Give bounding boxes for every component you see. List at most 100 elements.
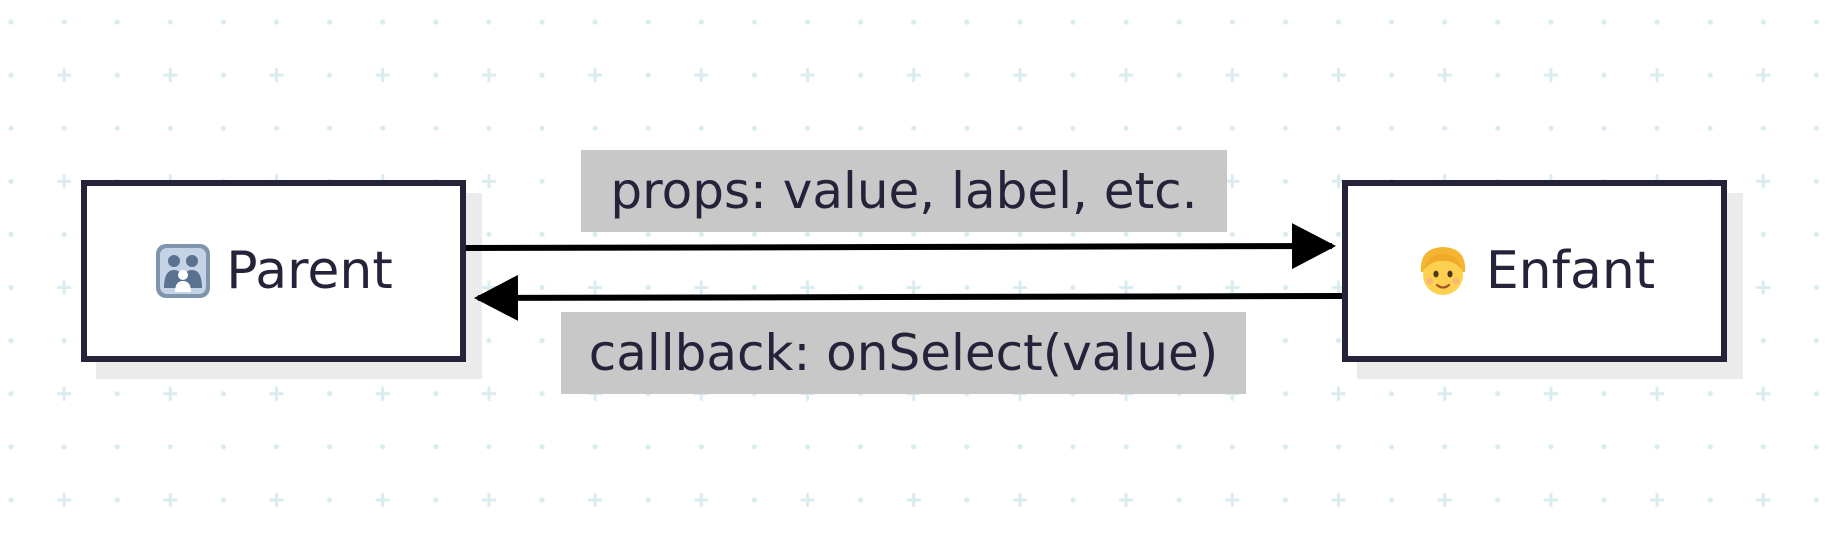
grid-dot bbox=[273, 19, 280, 25]
grid-dot bbox=[1176, 19, 1182, 25]
grid-dot bbox=[804, 125, 811, 131]
grid-plus-mark bbox=[588, 280, 603, 295]
grid-dot bbox=[1813, 497, 1819, 503]
grid-dot bbox=[1070, 19, 1076, 25]
grid-dot bbox=[1548, 19, 1554, 25]
grid-plus-mark bbox=[481, 174, 496, 189]
grid-plus-mark bbox=[1437, 492, 1452, 507]
grid-dot bbox=[1813, 338, 1819, 344]
grid-dot bbox=[433, 444, 439, 450]
grid-dot bbox=[433, 19, 439, 25]
grid-dot bbox=[273, 125, 280, 131]
grid-dot bbox=[1335, 231, 1342, 237]
grid-dot bbox=[1282, 72, 1288, 78]
grid-plus-mark bbox=[1012, 492, 1027, 507]
grid-dot bbox=[858, 444, 864, 450]
grid-plus-mark bbox=[1543, 68, 1558, 83]
grid-dot bbox=[114, 497, 120, 503]
grid-dot bbox=[1442, 125, 1448, 131]
grid-dot bbox=[486, 125, 492, 131]
grid-dot bbox=[1017, 231, 1023, 237]
grid-dot bbox=[486, 19, 492, 25]
grid-plus-mark bbox=[1225, 174, 1240, 189]
grid-dot bbox=[858, 125, 864, 131]
grid-plus-mark bbox=[163, 492, 178, 507]
grid-dot bbox=[751, 72, 758, 78]
grid-dot bbox=[61, 338, 67, 344]
grid-dot bbox=[114, 19, 120, 25]
callback-edge bbox=[474, 274, 1343, 321]
grid-dot bbox=[8, 284, 14, 291]
grid-dot bbox=[1707, 125, 1713, 131]
grid-dot bbox=[645, 72, 651, 78]
grid-plus-mark bbox=[800, 492, 815, 507]
grid-dot bbox=[1442, 19, 1448, 25]
grid-dot bbox=[539, 338, 545, 344]
grid-dot bbox=[1601, 125, 1607, 131]
grid-dot bbox=[380, 444, 386, 450]
child-emoji-icon bbox=[1414, 242, 1472, 300]
grid-dot bbox=[8, 178, 14, 184]
grid-dot bbox=[645, 444, 651, 450]
grid-dot bbox=[1654, 444, 1660, 450]
grid-dot bbox=[8, 497, 14, 503]
grid-dot bbox=[539, 391, 545, 397]
grid-dot bbox=[114, 391, 120, 397]
grid-dot bbox=[1123, 125, 1129, 131]
grid-dot bbox=[1548, 444, 1554, 450]
grid-dot bbox=[964, 19, 970, 25]
grid-dot bbox=[1813, 125, 1819, 131]
grid-plus-mark bbox=[1225, 280, 1240, 295]
grid-dot bbox=[1282, 19, 1288, 25]
grid-dot bbox=[1707, 444, 1713, 450]
grid-dot bbox=[645, 19, 651, 25]
grid-dot bbox=[327, 72, 333, 78]
grid-dot bbox=[327, 125, 333, 131]
grid-dot bbox=[1389, 497, 1395, 503]
grid-dot bbox=[1282, 231, 1288, 237]
grid-dot bbox=[1229, 231, 1235, 237]
grid-dot bbox=[1017, 19, 1023, 25]
grid-dot bbox=[1707, 19, 1713, 25]
grid-dot bbox=[964, 125, 970, 131]
grid-dot bbox=[327, 444, 333, 450]
grid-dot bbox=[804, 231, 811, 237]
grid-plus-mark bbox=[1119, 492, 1134, 507]
grid-dot bbox=[433, 497, 439, 503]
grid-dot bbox=[858, 19, 864, 25]
grid-dot bbox=[539, 497, 545, 503]
grid-plus-mark bbox=[1437, 68, 1452, 83]
family-emoji-icon bbox=[154, 242, 212, 300]
grid-dot bbox=[1760, 125, 1766, 131]
grid-dot bbox=[273, 444, 280, 450]
grid-dot bbox=[1760, 19, 1766, 25]
enfant-node[interactable]: Enfant bbox=[1342, 180, 1727, 362]
grid-dot bbox=[167, 19, 173, 25]
grid-dot bbox=[8, 19, 14, 25]
grid-plus-mark bbox=[1012, 280, 1027, 295]
grid-plus-mark bbox=[694, 68, 709, 83]
grid-dot bbox=[1123, 231, 1129, 237]
parent-node[interactable]: Parent bbox=[81, 180, 466, 362]
grid-dot bbox=[751, 125, 758, 131]
grid-dot bbox=[592, 444, 598, 450]
grid-dot bbox=[804, 444, 811, 450]
grid-dot bbox=[698, 444, 704, 450]
grid-dot bbox=[1282, 284, 1288, 291]
grid-dot bbox=[1601, 19, 1607, 25]
grid-dot bbox=[539, 284, 545, 291]
grid-plus-mark bbox=[1331, 492, 1346, 507]
grid-dot bbox=[645, 231, 651, 237]
grid-dot bbox=[486, 444, 492, 450]
grid-dot bbox=[1760, 231, 1766, 237]
grid-dot bbox=[8, 444, 14, 450]
grid-plus-mark bbox=[1331, 386, 1346, 401]
grid-plus-mark bbox=[57, 174, 72, 189]
callback-edge-label: callback: onSelect(value) bbox=[561, 312, 1246, 394]
grid-dot bbox=[327, 391, 333, 397]
grid-dot bbox=[1282, 444, 1288, 450]
grid-dot bbox=[645, 125, 651, 131]
grid-dot bbox=[1176, 125, 1182, 131]
grid-dot bbox=[539, 19, 545, 25]
grid-dot bbox=[380, 19, 386, 25]
